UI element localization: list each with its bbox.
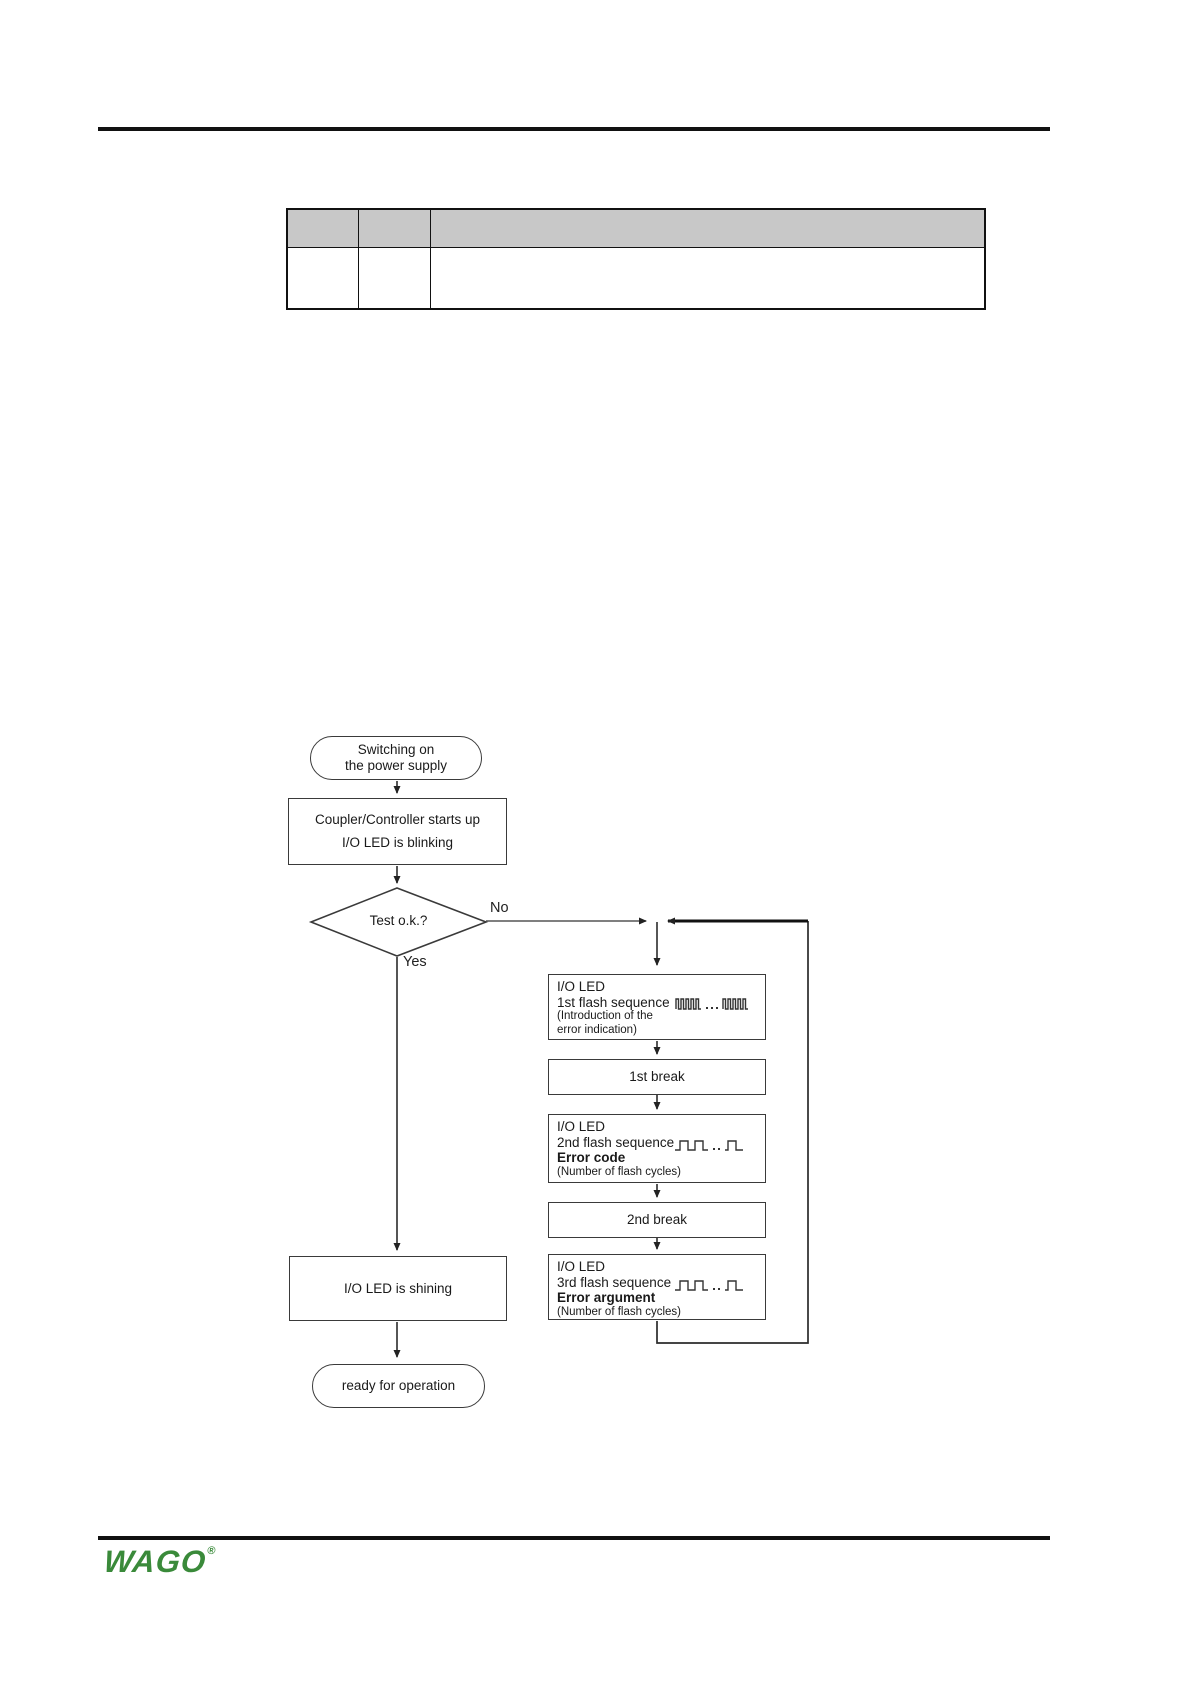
registered-trademark-icon: ® (206, 1545, 217, 1557)
startup-line2: I/O LED is blinking (341, 835, 454, 850)
startup-line1: Coupler/Controller starts up (314, 812, 481, 827)
table-header-row (286, 208, 986, 248)
break-1-label: 1st break (629, 1069, 685, 1084)
table-row (286, 247, 986, 310)
fast-pulse-train-icon (675, 998, 748, 1010)
led-shining-box: I/O LED is shining (289, 1256, 507, 1321)
table-cell (357, 247, 431, 310)
wago-logo: WAGO® (102, 1544, 216, 1580)
table-cell (286, 247, 359, 310)
decision-label: Test o.k.? (369, 913, 428, 928)
seq3-title: I/O LED (557, 1259, 606, 1274)
end-oval-label: ready for operation (341, 1378, 456, 1393)
seq2-error-code: Error code (557, 1150, 626, 1165)
seq1-note1: (Introduction of the (557, 1010, 653, 1022)
decision-diamond (308, 887, 489, 957)
start-oval-line2: the power supply (344, 758, 448, 773)
yes-branch-label: Yes (403, 954, 427, 970)
break-1-box: 1st break (548, 1059, 766, 1095)
end-oval: ready for operation (312, 1364, 485, 1408)
flash-sequence-1-box: I/O LED 1st flash sequence (Introduction… (548, 974, 766, 1040)
seq1-note2: error indication) (557, 1023, 637, 1036)
seq3-line2: 3rd flash sequence (557, 1274, 672, 1290)
no-branch-label: No (490, 900, 509, 916)
seq1-line2: 1st flash sequence (557, 994, 670, 1010)
start-oval-line1: Switching on (357, 742, 435, 757)
seq2-note: (Number of flash cycles) (557, 1165, 681, 1178)
seq2-line2: 2nd flash sequence (557, 1134, 675, 1150)
header-rule (98, 127, 1050, 131)
led-shining-label: I/O LED is shining (343, 1280, 453, 1296)
table-header-cell (429, 208, 986, 248)
startup-box: Coupler/Controller starts up I/O LED is … (288, 798, 507, 865)
wago-logo-text: WAGO (102, 1544, 209, 1579)
break-2-label: 2nd break (626, 1212, 688, 1227)
table-cell (429, 247, 986, 310)
start-oval: Switching on the power supply (310, 736, 482, 780)
seq3-note: (Number of flash cycles) (557, 1305, 681, 1318)
seq3-error-argument: Error argument (557, 1290, 656, 1305)
seq1-title: I/O LED (557, 979, 606, 994)
break-2-box: 2nd break (548, 1202, 766, 1238)
flash-sequence-2-box: I/O LED 2nd flash sequence Error code (N… (548, 1114, 766, 1183)
slow-pulse-train-icon (675, 1140, 743, 1151)
seq2-title: I/O LED (557, 1119, 606, 1134)
flash-sequence-3-box: I/O LED 3rd flash sequence Error argumen… (548, 1254, 766, 1320)
spec-table (286, 208, 986, 310)
slow-pulse-train-icon (675, 1280, 743, 1291)
footer-rule (98, 1536, 1050, 1540)
